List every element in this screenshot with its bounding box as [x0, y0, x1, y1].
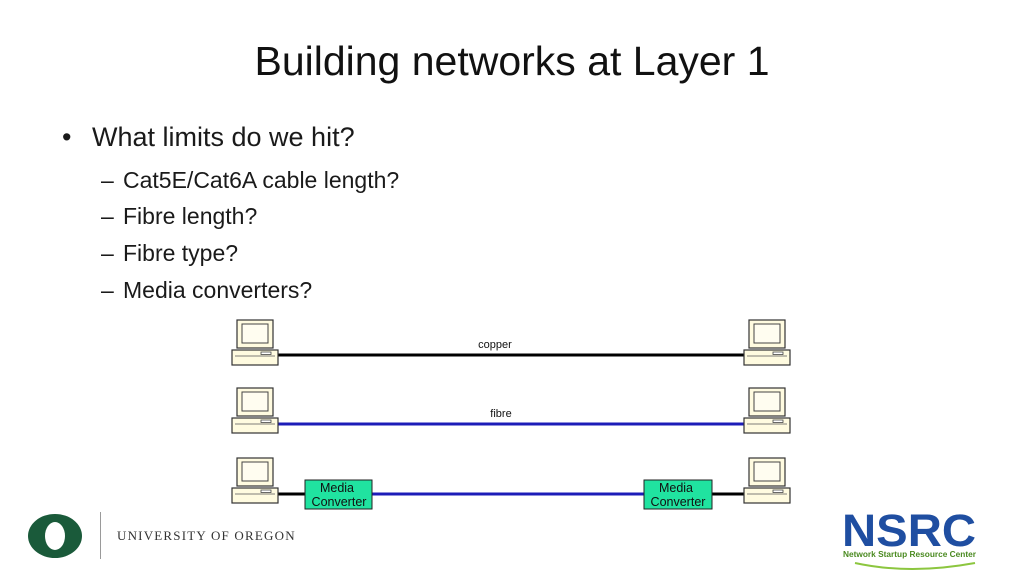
bullet-text: What limits do we hit? [92, 122, 355, 152]
nsrc-logo: NSRC Network Startup Resource Center [842, 505, 976, 570]
copper-label: copper [478, 339, 512, 351]
computer-icon [743, 457, 791, 504]
sub-bullet-4: –Media converters? [101, 277, 313, 303]
computer-icon [231, 319, 279, 366]
sub-bullet-1: –Cat5E/Cat6A cable length? [101, 167, 400, 193]
svg-text:Media: Media [320, 481, 354, 495]
logo-divider [100, 512, 101, 559]
computer-icon [743, 387, 791, 434]
university-logo-icon [28, 514, 82, 558]
sub-bullet-3: –Fibre type? [101, 240, 239, 266]
computer-icon [231, 387, 279, 434]
svg-text:Media: Media [659, 481, 693, 495]
computer-icon [743, 319, 791, 366]
bullet-main: • What limits do we hit? [62, 122, 355, 153]
bullet-dot: • [62, 122, 72, 152]
svg-text:Network Startup Resource Cente: Network Startup Resource Center [843, 550, 976, 559]
media-converter-left [304, 479, 373, 510]
svg-text:Converter: Converter [312, 495, 367, 509]
slide-title: Building networks at Layer 1 [254, 38, 770, 84]
sub-bullet-2: –Fibre length? [101, 203, 258, 229]
computer-icon [231, 457, 279, 504]
media-converter-right [643, 479, 713, 510]
university-name: UNIVERSITY OF OREGON [117, 528, 296, 543]
svg-text:Converter: Converter [651, 495, 706, 509]
fibre-label: fibre [490, 408, 511, 420]
svg-text:NSRC: NSRC [842, 505, 976, 556]
